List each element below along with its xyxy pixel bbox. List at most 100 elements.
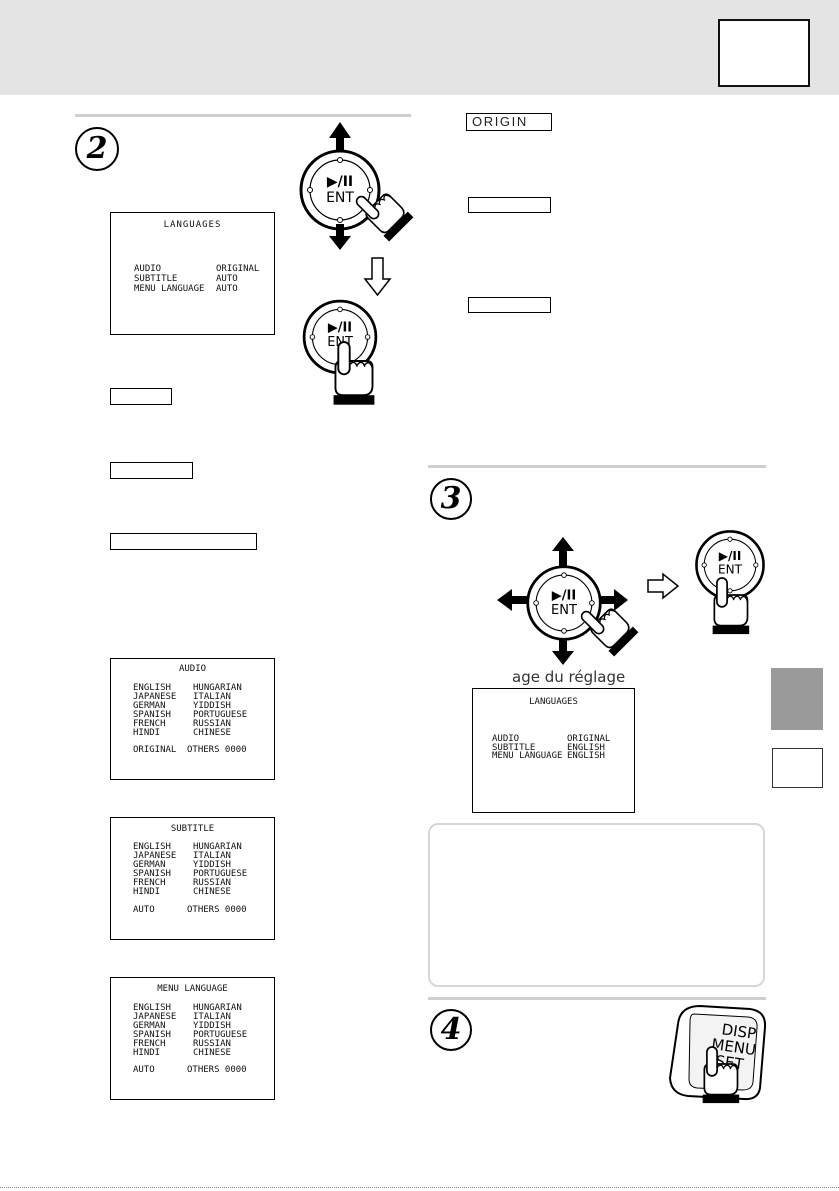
language-option: YIDDISH (193, 701, 231, 711)
language-option: ITALIAN (193, 851, 231, 861)
language-option: PORTUGUESE (193, 869, 248, 879)
setting-value: ORIGINAL (567, 734, 611, 744)
joystick-ent-button: ▶/II ENT (526, 565, 602, 641)
screen-title: MENU LANGUAGE (157, 984, 228, 994)
language-option: CHINESE (193, 887, 231, 897)
setting-row-subtitle: SUBTITLE ENGLISH (492, 742, 610, 753)
language-option: HINDI (133, 1048, 161, 1058)
step-4-rule (428, 997, 766, 1000)
language-option: ITALIAN (193, 1012, 231, 1022)
language-option: FRENCH (133, 1039, 166, 1049)
language-option: HINDI (133, 887, 161, 897)
section-tab-box (772, 748, 823, 788)
screen-title: SUBTITLE (170, 824, 215, 834)
setting-value: ENGLISH (567, 742, 605, 753)
arrow-left-icon (497, 589, 528, 611)
ent-direction-dot (337, 157, 343, 163)
ent-direction-dot (753, 562, 759, 568)
screen-title: LANGUAGES (163, 220, 222, 230)
play-pause-symbol: ▶/II (552, 588, 576, 603)
language-code-option: OTHERS 0000 (187, 1065, 247, 1075)
language-row: SPANISH PORTUGUESE (133, 711, 247, 720)
ent-label: ENT (326, 190, 354, 206)
language-code-option: OTHERS 0000 (187, 905, 247, 915)
language-option: ENGLISH (133, 1003, 171, 1013)
key-label-box (468, 197, 551, 213)
language-option: SPANISH (133, 1030, 171, 1040)
note-box (428, 823, 765, 987)
language-option: PORTUGUESE (193, 1030, 248, 1040)
setting-label: MENU LANGUAGE (492, 751, 563, 761)
language-option: YIDDISH (193, 860, 231, 870)
step-number-3: 3 (430, 478, 472, 520)
language-option: HINDI (133, 728, 161, 738)
language-row: HINDI CHINESE (133, 888, 247, 897)
step-3-rule (428, 465, 766, 468)
setting-label: AUDIO (134, 264, 162, 274)
screen-footer: AUTO OTHERS 0000 (133, 906, 247, 915)
key-label-disp: DISP (721, 1020, 758, 1043)
header-band (0, 0, 839, 95)
language-option: JAPANESE (133, 851, 177, 861)
language-option: SPANISH (133, 710, 171, 720)
language-row: SPANISH PORTUGUESE (133, 1031, 247, 1040)
language-row: HINDI CHINESE (133, 1049, 247, 1058)
language-option: GERMAN (133, 701, 166, 711)
step-number-4: 4 (430, 1009, 472, 1051)
language-option: RUSSIAN (193, 878, 231, 888)
arrow-up-icon (552, 537, 574, 566)
arrow-right-icon (600, 589, 628, 611)
language-option: PORTUGUESE (193, 710, 248, 720)
ent-direction-dot (727, 588, 733, 594)
setting-row-audio: AUDIO ORIGINAL (134, 264, 259, 274)
arrow-down-icon (329, 224, 351, 250)
language-option: ENGLISH (133, 683, 171, 693)
play-pause-symbol: ▶/II (327, 174, 353, 190)
language-option: ORIGINAL (133, 745, 177, 755)
ent-direction-dot (367, 187, 373, 193)
language-option: RUSSIAN (193, 1039, 231, 1049)
setting-value: ENGLISH (567, 751, 605, 761)
language-option: AUTO (133, 905, 155, 915)
screen-title: LANGUAGES (529, 697, 578, 707)
setting-row-menu-language: MENU LANGUAGE AUTO (134, 284, 259, 294)
language-option: CHINESE (193, 1048, 231, 1058)
arrow-down-icon (552, 639, 574, 665)
setting-row-menu-language: MENU LANGUAGE ENGLISH (492, 752, 610, 761)
setting-label: SUBTITLE (492, 742, 536, 753)
page-bottom-edge (0, 1187, 839, 1188)
play-pause-symbol: ▶/II (328, 320, 352, 335)
step-number-2: 2 (75, 127, 119, 171)
section-tab (771, 668, 823, 730)
language-option: ITALIAN (193, 692, 231, 702)
language-option: ENGLISH (133, 842, 171, 852)
setting-value: AUTO (216, 284, 238, 294)
ent-direction-dot (561, 628, 567, 634)
setting-label: MENU LANGUAGE (134, 284, 205, 294)
ent-direction-dot (727, 536, 733, 542)
key-label-box (110, 533, 257, 550)
language-option: YIDDISH (193, 1021, 231, 1031)
setting-value: ORIGINAL (216, 264, 260, 274)
